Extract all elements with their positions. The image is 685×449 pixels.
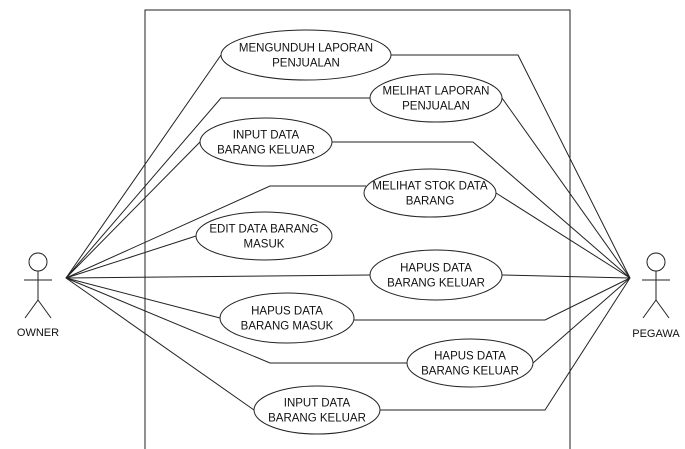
association-owner-uc7 — [65, 277, 221, 319]
use-case-label: MELIHAT LAPORAN — [383, 86, 490, 98]
use-case-label: INPUT DATA — [233, 130, 300, 142]
use-case-uc5: EDIT DATA BARANG MASUK — [195, 211, 333, 261]
association-lines — [65, 54, 631, 411]
use-case-ellipse — [199, 117, 333, 167]
association-pegawa-uc6 — [501, 274, 631, 279]
association-pegawa-uc2 — [501, 97, 631, 279]
use-case-uc8: HAPUS DATA BARANG KELUAR — [406, 338, 534, 388]
use-case-ellipse — [195, 211, 333, 261]
association-owner-uc2 — [65, 97, 370, 279]
association-owner-uc5 — [65, 235, 197, 279]
use-case-ellipse — [253, 385, 381, 435]
use-case-label: BARANG KELUAR — [268, 413, 366, 425]
use-case-label: MASUK — [244, 239, 285, 251]
use-case-label: PENJUALAN — [402, 101, 470, 113]
use-case-ellipse — [406, 338, 534, 388]
association-owner-uc9 — [65, 277, 255, 411]
use-case-uc9: INPUT DATA BARANG KELUAR — [253, 385, 381, 435]
use-case-ellipse — [220, 29, 392, 81]
use-case-label: PENJUALAN — [272, 58, 340, 70]
use-case-label: BARANG KELUAR — [421, 366, 519, 378]
association-pegawa-uc1 — [391, 54, 631, 279]
use-case-label: MELIHAT STOK DATA — [372, 181, 488, 193]
association-pegawa-uc4 — [495, 192, 631, 279]
actor-owner: OWNER — [17, 252, 59, 339]
association-pegawa-uc7 — [354, 277, 631, 321]
association-pegawa-uc9 — [380, 277, 631, 411]
use-case-uc2: MELIHAT LAPORAN PENJUALAN — [369, 73, 503, 123]
use-case-uc6: HAPUS DATA BARANG KELUAR — [369, 249, 503, 301]
association-pegawa-uc3 — [332, 141, 631, 279]
association-owner-uc6 — [65, 274, 371, 279]
use-case-label: BARANG MASUK — [241, 321, 334, 333]
association-owner-uc4 — [65, 185, 366, 279]
use-case-label: HAPUS DATA — [434, 351, 506, 363]
association-pegawa-uc8 — [532, 277, 631, 364]
use-case-label: BARANG KELUAR — [387, 278, 485, 290]
stick-figure-icon — [24, 252, 52, 319]
use-case-label: INPUT DATA — [284, 398, 351, 410]
use-case-uc4: MELIHAT STOK DATA BARANG — [363, 168, 497, 218]
association-owner-uc8 — [65, 277, 407, 364]
use-case-uc1: MENGUNDUH LAPORAN PENJUALAN — [220, 29, 392, 81]
use-case-label: BARANG KELUAR — [217, 145, 315, 157]
use-case-label: EDIT DATA BARANG — [209, 224, 318, 236]
use-case-label: MENGUNDUH LAPORAN — [239, 43, 373, 55]
use-case-label: BARANG — [406, 196, 455, 208]
system-boundary — [144, 9, 571, 449]
association-owner-uc1 — [65, 54, 222, 279]
use-case-uc3: INPUT DATA BARANG KELUAR — [199, 117, 333, 167]
association-owner-uc3 — [65, 141, 201, 279]
use-case-ellipse — [369, 73, 503, 123]
use-case-ellipse — [369, 249, 503, 301]
use-case-uc7: HAPUS DATA BARANG MASUK — [219, 292, 355, 344]
use-case-ellipse — [363, 168, 497, 218]
use-case-label: HAPUS DATA — [400, 263, 472, 275]
actor-label-pegawa: PEGAWA — [632, 328, 680, 340]
actor-label-owner: OWNER — [17, 327, 59, 339]
actor-pegawa: PEGAWA — [632, 252, 680, 340]
stick-figure-icon — [642, 252, 670, 319]
use-case-label: HAPUS DATA — [251, 306, 323, 318]
use-case-ellipse — [219, 292, 355, 344]
